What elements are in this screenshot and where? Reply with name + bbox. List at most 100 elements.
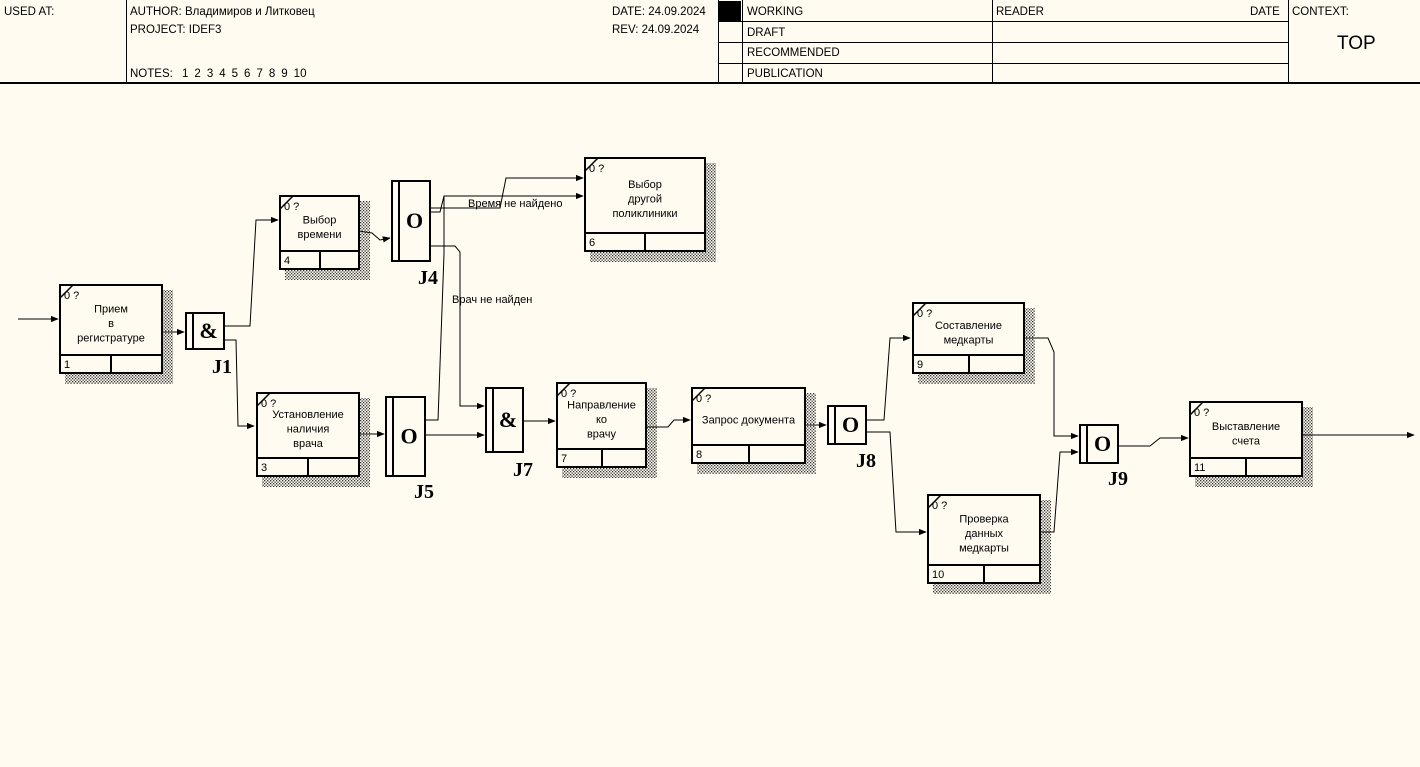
uob-label-line: ко	[596, 414, 607, 426]
note-number[interactable]: 3	[206, 68, 214, 80]
junction-symbol: O	[406, 208, 423, 233]
junction-j7[interactable]: & J7	[485, 387, 533, 481]
junction-symbol: O	[842, 412, 859, 437]
uob-corner-text: 0 ?	[932, 500, 947, 512]
uob-number: 7	[561, 453, 567, 465]
uob-label-line: Запрос документа	[702, 415, 796, 427]
junction-symbol: &	[499, 407, 517, 432]
uob-label-line: данных	[965, 528, 1004, 540]
context-label: CONTEXT:	[1292, 6, 1349, 18]
note-number[interactable]: 7	[256, 68, 263, 80]
uob-label-line: счета	[1232, 435, 1261, 447]
uob-label-line: регистратуре	[77, 333, 145, 345]
uob-label-line: Выбор	[303, 214, 337, 226]
note-number[interactable]: 4	[219, 68, 226, 80]
uob-label-line: Выставление	[1212, 421, 1280, 433]
uob-corner-text: 0 ?	[696, 393, 711, 405]
status-publication[interactable]: PUBLICATION	[747, 68, 823, 80]
uob-number: 3	[261, 462, 267, 474]
uob-label-line: врача	[293, 438, 324, 450]
uob-label-line: Направление	[567, 400, 636, 412]
note-number[interactable]: 5	[231, 68, 239, 80]
used-at-label: USED AT:	[4, 6, 55, 18]
junction-j9[interactable]: OJ9	[1079, 424, 1128, 490]
junction-j1[interactable]: & J1	[185, 312, 232, 378]
reader-label: READER	[996, 6, 1044, 18]
uob-number: 4	[284, 255, 290, 267]
uob-corner-text: 0 ?	[589, 163, 604, 175]
junction-j4[interactable]: OJ4	[391, 180, 438, 289]
uob-box-3[interactable]: 0 ? 3 Установление наличия врача	[256, 392, 370, 487]
junction-label: J7	[513, 459, 533, 481]
link-9-j9[interactable]	[1024, 337, 1079, 440]
edge-label-time-not-found: Время не найдено	[468, 198, 562, 210]
junction-label: J1	[212, 356, 232, 378]
link-j9-11[interactable]	[1118, 434, 1189, 447]
uob-label-line: врачу	[587, 429, 617, 441]
header-row-divider	[718, 21, 1288, 22]
note-number[interactable]: 9	[281, 68, 288, 80]
idef3-diagram: Время не найдено Врач не найден 0 ?1Прие…	[18, 157, 1415, 594]
link-j1-3[interactable]	[224, 339, 255, 430]
header-divider	[126, 0, 127, 84]
uob-label-line: наличия	[287, 424, 330, 436]
status-working[interactable]: WORKING	[747, 6, 804, 18]
link-j8-9[interactable]	[866, 334, 911, 421]
junction-symbol: &	[199, 318, 217, 343]
uob-number: 6	[589, 237, 595, 249]
working-status-marker	[719, 1, 741, 21]
notes-label: NOTES:	[130, 68, 173, 80]
author-field: AUTHOR: Владимиров и Литковец	[130, 6, 315, 18]
link-j8-10[interactable]	[866, 431, 927, 536]
uob-box-8[interactable]: 0 ? 8 Запрос документа	[691, 387, 816, 474]
uob-label-line: времени	[298, 229, 342, 241]
uob-label-line: медкарты	[959, 543, 1009, 555]
uob-label-line: Прием	[94, 304, 128, 316]
link-j1-4[interactable]	[224, 216, 279, 327]
uob-label-line: Составление	[935, 320, 1002, 332]
uob-corner-mark	[279, 195, 294, 210]
note-number[interactable]: 1	[182, 68, 189, 80]
uob-corner-mark	[1189, 401, 1204, 416]
junction-label: J5	[414, 481, 434, 503]
link-j5-j4-route[interactable]	[425, 196, 445, 421]
link-j4-6-upper[interactable]	[430, 174, 584, 209]
junction-symbol: O	[400, 424, 417, 449]
status-draft[interactable]: DRAFT	[747, 27, 786, 39]
note-number[interactable]: 8	[268, 68, 276, 80]
uob-label-line: Установление	[272, 409, 343, 421]
link-j4-6[interactable]	[430, 192, 584, 213]
header-row-divider	[718, 42, 1288, 43]
uob-number: 8	[696, 449, 702, 461]
link-j4-j7[interactable]	[430, 245, 485, 410]
project-field: PROJECT: IDEF3	[130, 24, 222, 36]
context-value: TOP	[1337, 33, 1376, 54]
rev-field: REV: 24.09.2024	[612, 24, 700, 36]
uob-corner-mark	[912, 302, 927, 317]
uob-corner-mark	[256, 392, 271, 407]
diagram-header: USED AT: AUTHOR: Владимиров и Литковец P…	[0, 0, 1420, 84]
uob-label-line: Выбор	[628, 179, 662, 191]
edge-label-doctor-not-found: Врач не найден	[452, 294, 532, 306]
uob-corner-mark	[691, 387, 706, 402]
uob-corner-text: 0 ?	[1194, 407, 1209, 419]
uob-corner-text: 0 ?	[261, 398, 276, 410]
uob-corner-mark	[556, 382, 571, 397]
note-number[interactable]: 10	[293, 68, 307, 80]
uob-label-line: поликлиники	[612, 208, 677, 220]
junction-symbol: O	[1094, 431, 1111, 456]
junction-j8[interactable]: OJ8	[827, 405, 876, 472]
status-recommended[interactable]: RECOMMENDED	[747, 47, 840, 59]
junction-j5[interactable]: O J5	[385, 396, 434, 503]
uob-label-line: Проверка	[959, 514, 1009, 526]
note-number[interactable]: 6	[244, 68, 251, 80]
note-number[interactable]: 2	[194, 68, 201, 80]
